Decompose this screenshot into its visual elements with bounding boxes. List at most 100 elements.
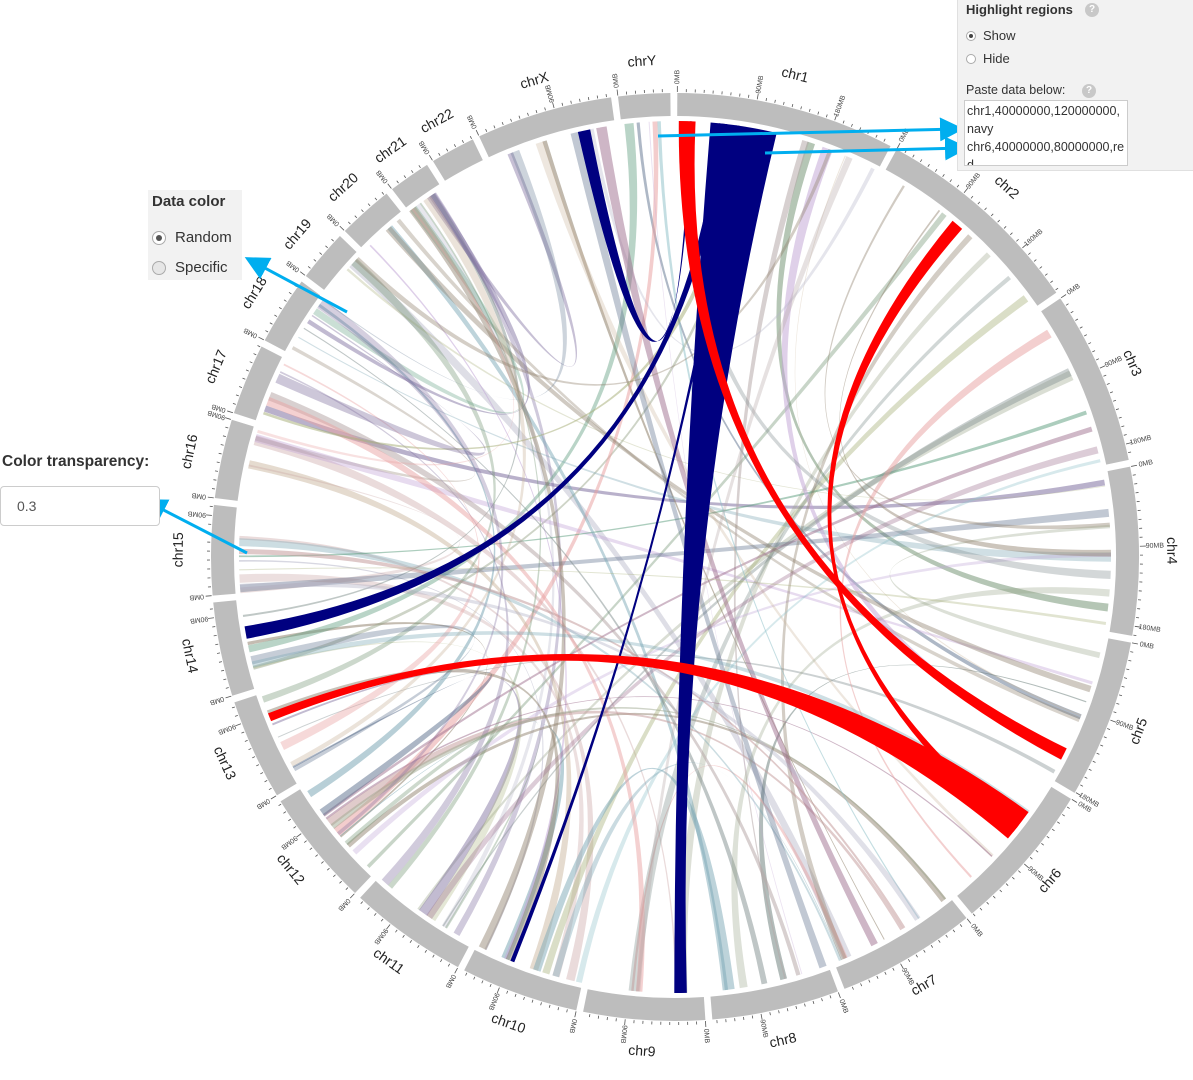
tick-mark [979,907,983,911]
tick-mark [1116,702,1120,705]
tick-mark [234,715,238,717]
radio-specific[interactable]: Specific [152,259,228,276]
random-link [290,195,526,767]
tick-mark [225,687,229,689]
radio-random-button[interactable] [152,230,166,245]
tick-mark [283,299,287,302]
tick-mark [523,996,525,1000]
tick-mark [1125,442,1132,445]
tick-mark [1029,856,1033,860]
tick-mark [1018,870,1021,873]
tick-mark [454,967,458,974]
tick-mark [387,183,392,189]
chromosome-label-chr13: chr13 [211,744,240,783]
tick-mark [774,99,776,103]
tick-mark [288,292,292,295]
chromosome-band-chr22 [432,139,483,181]
help-icon[interactable]: ? [1082,84,1096,98]
tick-mark [970,195,974,199]
random-link [272,670,522,916]
tick-mark [313,259,317,262]
tick-mark [1099,365,1106,369]
radio-show[interactable]: Show [966,28,1016,43]
tick-label: 0MB [568,1018,578,1034]
tick-mark [812,1000,815,1005]
tick-mark [949,179,952,183]
color-transparency-input[interactable]: 0.3 [0,486,160,526]
chromosome-label-chr14: chr14 [179,637,202,675]
tick-mark [361,209,364,213]
tick-mark [501,121,504,126]
tick-label: 0MB [255,797,271,811]
tick-mark [321,861,324,864]
tick-mark [892,967,895,971]
tick-mark [260,772,264,775]
tick-mark [207,496,214,499]
tick-mark [381,191,385,195]
tick-mark [765,97,767,102]
tick-mark [1024,863,1030,869]
random-link [533,767,735,991]
tick-mark [428,154,433,161]
tick-mark [283,811,287,814]
tick-mark [868,979,871,983]
chromosome-label-chrX: chrX [518,68,551,92]
tick-mark [842,120,845,124]
chromosome-band-chr1 [677,93,891,167]
tick-mark [325,245,328,249]
tick-mark [225,695,232,699]
tick-label: 0MB [418,139,432,155]
radio-show-button[interactable] [966,30,976,41]
help-icon[interactable]: ? [1085,3,1099,17]
tick-mark [249,361,253,364]
tick-mark [1110,719,1117,723]
tick-mark [907,959,911,963]
tick-mark [850,123,853,127]
tick-mark [1028,252,1031,255]
tick-mark [837,992,841,999]
tick-mark [231,706,235,709]
tick-label: 90MB [372,927,389,946]
tick-label: 0MB [326,212,341,227]
tick-mark [207,617,215,619]
tick-mark [535,109,538,114]
tick-mark [825,114,828,118]
chromosome-band-chr14 [213,600,255,696]
tick-mark [213,634,217,637]
chromosome-label-chr9: chr9 [628,1042,656,1060]
tick-label: 90MB [755,75,765,95]
tick-label: 0MB [189,593,204,601]
random-links [239,121,1112,993]
tick-mark [493,125,496,129]
tick-mark [990,213,994,217]
paste-data-textarea[interactable]: chr1,40000000,120000000,navy chr6,400000… [964,100,1128,166]
chromosome-band-chr8 [710,969,839,1020]
radio-hide-button[interactable] [966,53,976,64]
tick-mark [930,944,934,948]
tick-mark [756,93,759,100]
tick-mark [938,939,941,943]
tick-mark [1092,350,1096,353]
random-link [257,208,515,466]
tick-mark [552,102,555,109]
tick-mark [860,983,863,987]
chromosome-band-chr17 [233,346,282,421]
radio-random-label: Random [175,229,232,246]
tick-mark [395,929,398,933]
tick-mark [1118,694,1123,697]
tick-mark [386,924,391,930]
tick-mark [1011,876,1015,880]
tick-mark [1133,634,1137,637]
tick-label: 180MB [1138,624,1161,634]
tick-mark [438,152,441,156]
tick-mark [446,148,449,152]
radio-random[interactable]: Random [152,229,232,246]
tick-mark [883,138,886,142]
radio-hide[interactable]: Hide [966,51,1010,66]
tick-mark [299,271,306,276]
arrow-to-paste-line2 [764,136,969,161]
chromosome-label-chr1: chr1 [780,63,811,85]
radio-specific-button[interactable] [152,260,166,275]
tick-mark [1096,752,1100,755]
tick-mark [348,221,351,225]
